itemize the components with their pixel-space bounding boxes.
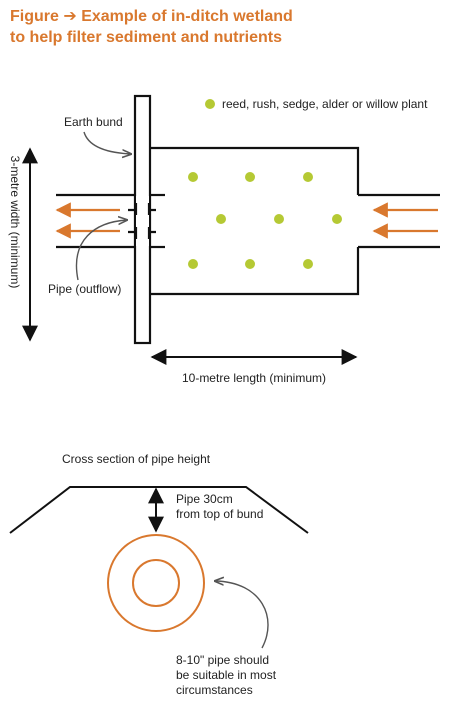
length-label: 10-metre length (minimum) <box>182 371 326 385</box>
figure-title-line-1: Figure ➔ Example of in-ditch wetland <box>10 6 440 27</box>
pipe-inner-circle <box>132 559 180 607</box>
figure-title-text: Example of in-ditch wetland <box>81 8 293 25</box>
cross-section-title: Cross section of pipe height <box>62 452 211 466</box>
figure-title-line-2: to help filter sediment and nutrients <box>10 29 283 46</box>
pipe-size-label-3: circumstances <box>176 683 253 697</box>
pipe-height-label-2: from top of bund <box>176 507 263 521</box>
plant-dot <box>332 214 342 224</box>
plant-dot <box>303 172 313 182</box>
plant-dot <box>216 214 226 224</box>
wetland-outline <box>56 146 440 296</box>
figure-prefix: Figure <box>10 8 59 25</box>
legend-plant-dot <box>205 99 215 109</box>
width-label: 3-metre width (minimum) <box>8 156 22 289</box>
pipe-outer-circle <box>107 534 205 632</box>
plant-dot <box>245 259 255 269</box>
pipe-height-label-1: Pipe 30cm <box>176 492 233 506</box>
plants <box>188 172 342 269</box>
pipe-size-pointer <box>215 581 269 649</box>
pipe-size-label-1: 8-10" pipe should <box>176 653 269 667</box>
figure-title: Figure ➔ Example of in-ditch wetland to … <box>10 6 440 48</box>
pipe-outflow-pointer <box>75 220 127 281</box>
plant-dot <box>303 259 313 269</box>
plant-dot <box>188 172 198 182</box>
pipe-outflow-label: Pipe (outflow) <box>48 282 121 296</box>
earth-bund-pointer <box>83 131 131 154</box>
plant-dot <box>274 214 284 224</box>
legend-plant-label: reed, rush, sedge, alder or willow plant <box>222 97 428 111</box>
arrow-right-icon: ➔ <box>63 8 77 25</box>
plant-dot <box>245 172 255 182</box>
pipe-size-label-2: be suitable in most <box>176 668 277 682</box>
pipe-through-bund-inner <box>134 203 151 239</box>
flow-arrows <box>55 202 438 239</box>
bund-profile <box>9 486 309 534</box>
plant-dot <box>188 259 198 269</box>
earth-bund-label: Earth bund <box>64 115 123 129</box>
